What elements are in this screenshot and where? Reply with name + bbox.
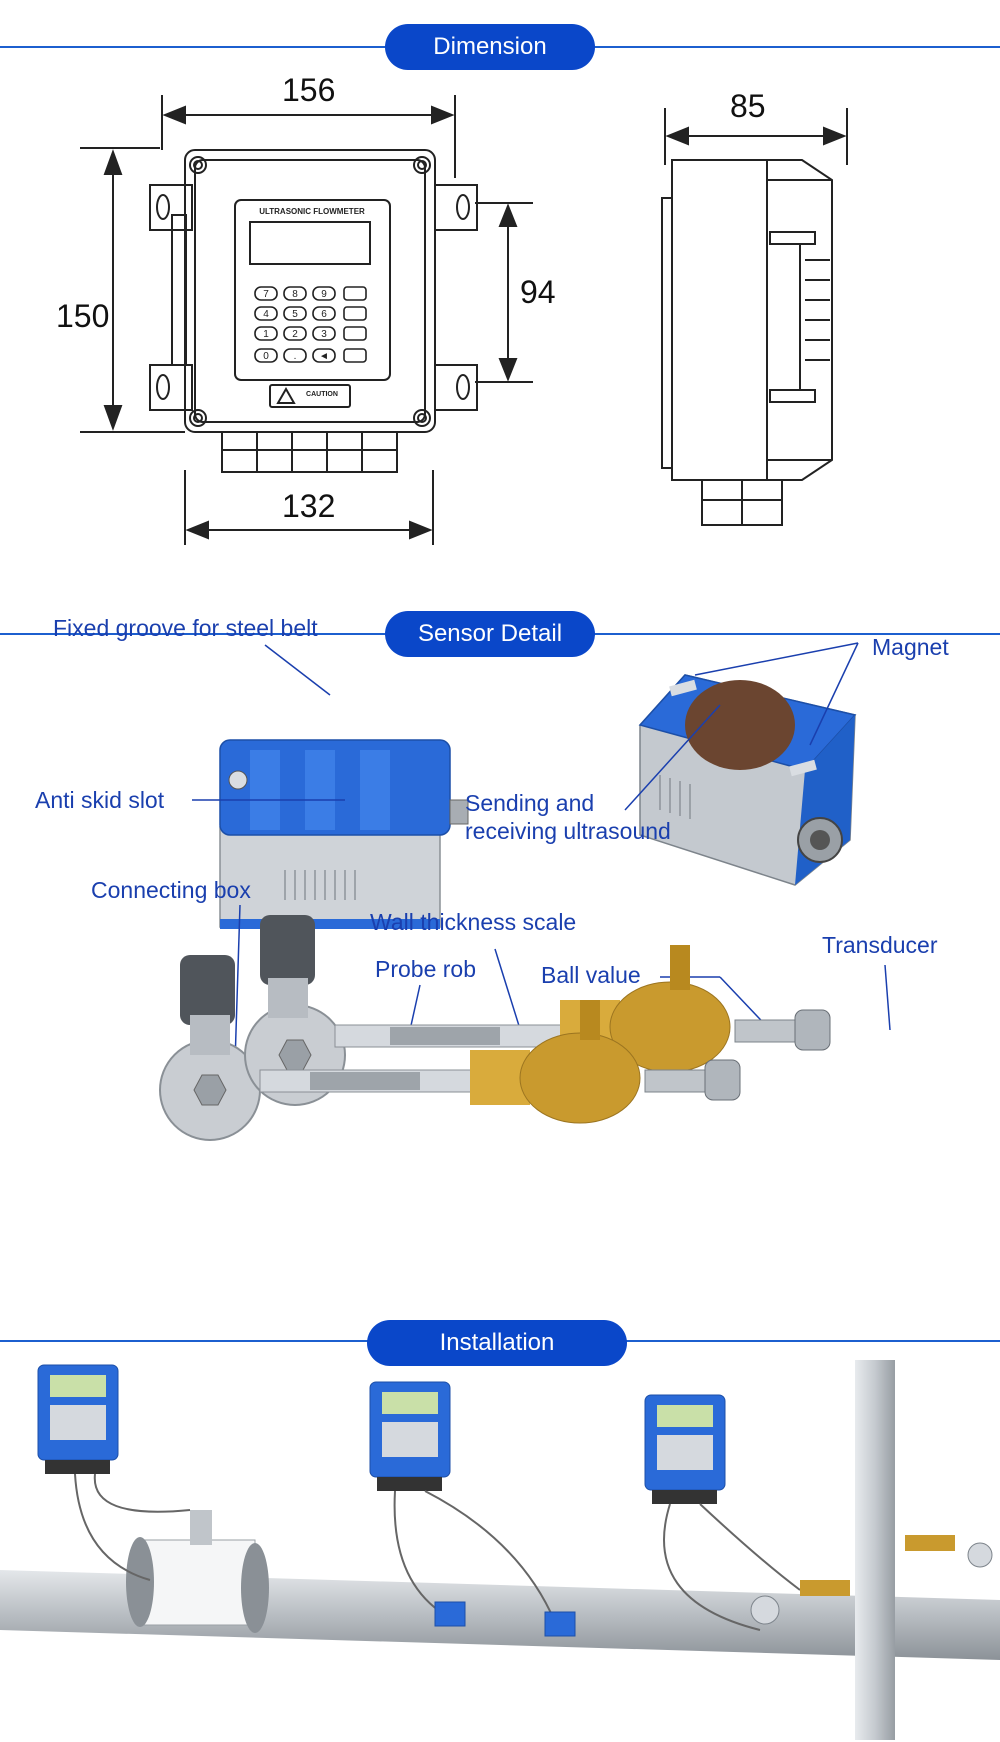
key-8: 8	[292, 289, 298, 300]
dimension-width-bottom: 132	[282, 488, 336, 524]
label-sending-line2: receiving ultrasound	[465, 818, 671, 844]
sensor-pointer-lines	[192, 642, 891, 1064]
transducer-side-image	[219, 739, 469, 929]
key-9: 9	[321, 289, 327, 300]
dimension-width-top: 156	[282, 72, 336, 108]
key-1: 1	[263, 329, 269, 340]
label-ball-value: Ball value	[541, 962, 641, 988]
key-4: 4	[263, 309, 269, 320]
dimension-depth: 85	[730, 88, 766, 124]
installation-illustration	[0, 1360, 1000, 1740]
installation-section: Installation	[0, 1320, 1000, 1742]
key-3: 3	[321, 329, 327, 340]
caution-label: CAUTION	[306, 391, 338, 398]
label-fixed-groove: Fixed groove for steel belt	[53, 615, 318, 641]
dimension-height-left: 150	[56, 298, 110, 334]
label-magnet: Magnet	[872, 634, 949, 660]
key-0: 0	[263, 351, 269, 362]
panel-title: ULTRASONIC FLOWMETER	[259, 207, 365, 216]
probe-assembly-image	[159, 915, 831, 1141]
sensor-detail-heading: Sensor Detail	[385, 611, 595, 657]
key-left: ◄	[319, 351, 329, 362]
label-wall-thickness: Wall thickness scale	[370, 909, 577, 935]
dimension-heading: Dimension	[385, 24, 595, 70]
installation-heading: Installation	[367, 1320, 627, 1366]
key-dot: .	[294, 351, 297, 362]
dimension-height-right: 94	[520, 274, 556, 310]
key-7: 7	[263, 289, 269, 300]
label-sending-line1: Sending and	[465, 790, 595, 816]
label-probe-rob: Probe rob	[375, 956, 477, 982]
label-connecting-box: Connecting box	[91, 877, 251, 903]
key-2: 2	[292, 329, 298, 340]
side-view-drawing	[661, 108, 848, 526]
front-view-drawing: 7 8 9 4 5 6 1 2 3 0 . ◄ ULTRASONIC FLOWM…	[80, 95, 533, 545]
dimension-section: Dimension	[0, 0, 1000, 560]
label-transducer: Transducer	[822, 932, 938, 958]
transducer-top-image	[638, 674, 857, 886]
label-anti-skid-slot: Anti skid slot	[35, 787, 165, 813]
key-5: 5	[292, 309, 298, 320]
key-6: 6	[321, 309, 327, 320]
sensor-detail-section: Sensor Detail	[0, 585, 1000, 1295]
